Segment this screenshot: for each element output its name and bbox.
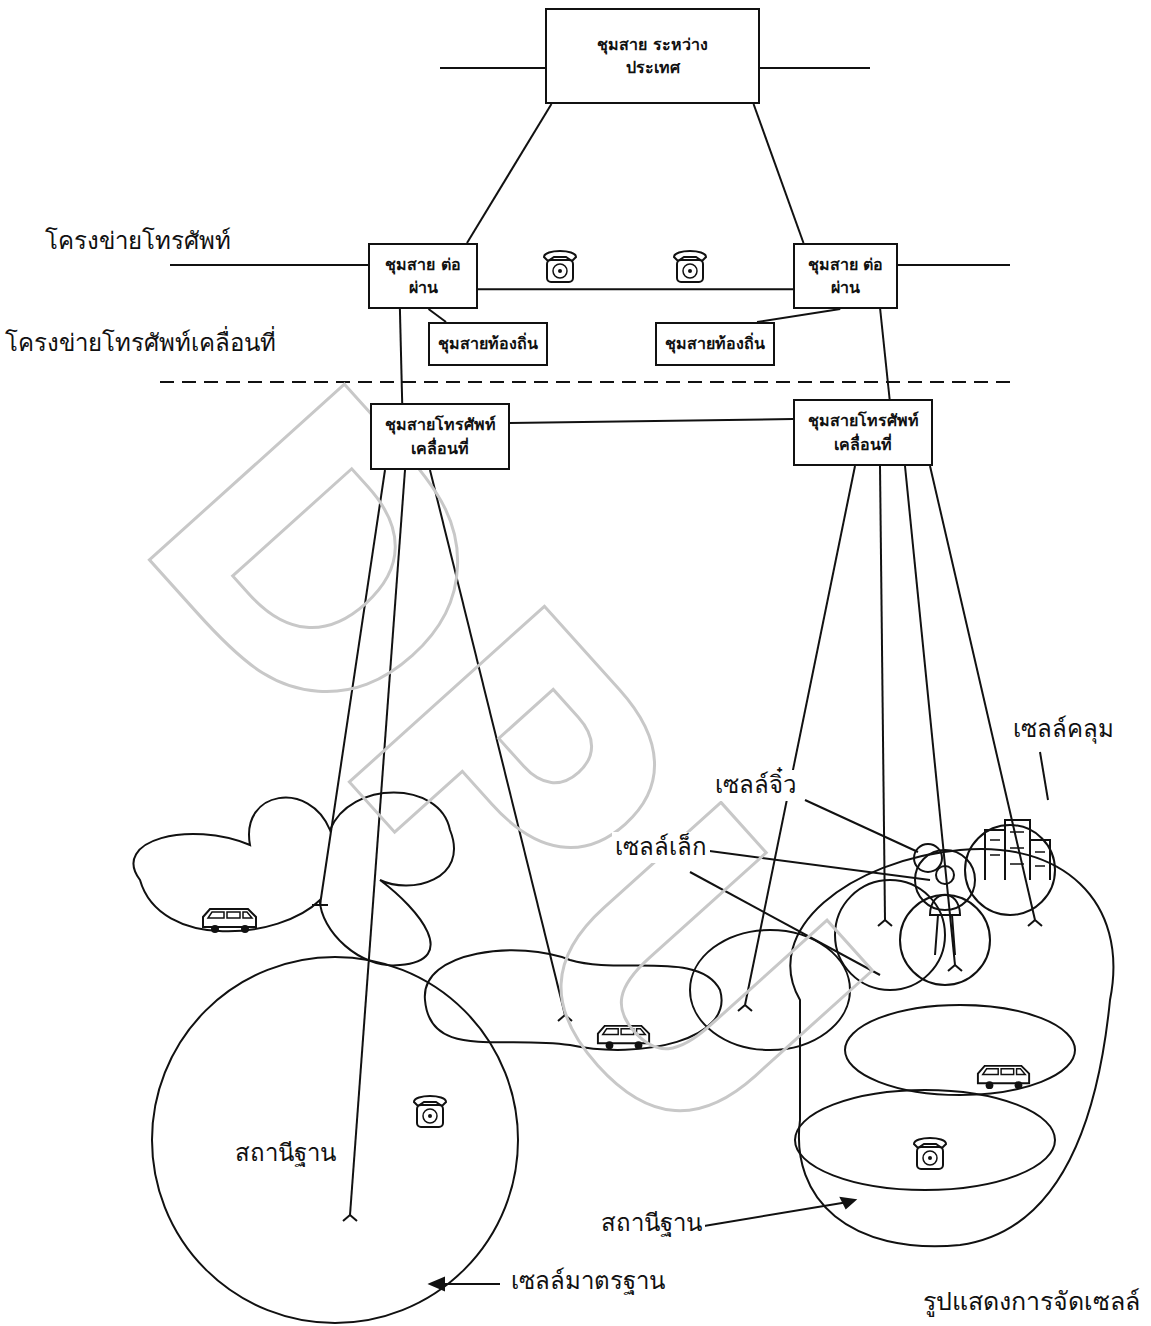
illustration-part: [841, 1198, 855, 1208]
illustration-part: [914, 1138, 946, 1169]
trunk-line: [510, 419, 793, 423]
exchange-box: ชุมสายโทรศัพท์ เคลื่อนที่: [793, 399, 933, 466]
node-text: ชุมสายโทรศัพท์ เคลื่อนที่: [803, 409, 923, 455]
exchange-box: ชุมสาย ต่อผ่าน: [793, 243, 898, 309]
diagram-label: สถานีฐาน: [598, 1208, 705, 1239]
illustration-part: [544, 251, 576, 282]
trunk-line: [880, 309, 889, 399]
illustration-part: [985, 820, 1050, 880]
illustration-part: [760, 67, 870, 69]
illustration-part: [930, 895, 960, 955]
illustration-part: [440, 1283, 500, 1285]
diagram-label: เซลล์เล็ก: [612, 832, 710, 863]
trunk-line: [400, 309, 402, 403]
diagram-label: เซลล์จิ๋ว: [712, 770, 799, 801]
illustration-part: [795, 1090, 1055, 1190]
illustration-part: [414, 1096, 446, 1127]
illustration-part: [990, 832, 1045, 866]
exchange-box: ชุมสาย ต่อผ่าน: [368, 243, 478, 309]
diagram-label: โครงข่ายโทรศัพท์เคลื่อนที่: [2, 328, 279, 359]
trunk-line: [754, 104, 804, 243]
diagram-label: โครงข่ายโทรศัพท์: [42, 226, 234, 257]
diagram-label: เซลล์มาตรฐาน: [508, 1266, 668, 1297]
illustration-part: [692, 1202, 848, 1228]
exchange-box: ชุมสายโทรศัพท์ เคลื่อนที่: [370, 403, 510, 470]
node-text: ชุมสาย ต่อผ่าน: [806, 253, 886, 299]
illustration-part: [898, 264, 1010, 266]
node-text: ชุมสาย ระหว่างประเทศ: [588, 33, 718, 79]
illustration-part: [152, 957, 518, 1323]
node-text: ชุมสายท้องถิ่น: [665, 332, 765, 355]
diagram-label: เซลล์คลุม: [1010, 714, 1117, 745]
illustration-part: [978, 1066, 1029, 1089]
illustration-part: [880, 466, 885, 920]
figure-caption: รูปแสดงการจัดเซลล์: [920, 1286, 1143, 1319]
trunk-line: [478, 289, 793, 290]
exchange-box: ชุมสาย ระหว่างประเทศ: [545, 8, 760, 104]
exchange-box: ชุมสายท้องถิ่น: [428, 322, 548, 366]
node-text: ชุมสายท้องถิ่น: [438, 332, 538, 355]
illustration-part: [965, 825, 1055, 915]
trunk-line: [757, 309, 840, 322]
illustration-part: [170, 264, 368, 266]
illustration-part: [930, 466, 1035, 920]
illustration-part: [160, 381, 1010, 383]
illustration-part: [674, 251, 706, 282]
diagram-label: สถานีฐาน: [232, 1138, 339, 1169]
illustration-part: [805, 800, 918, 852]
illustration-part: [203, 909, 256, 933]
node-text: ชุมสายโทรศัพท์ เคลื่อนที่: [380, 413, 500, 459]
trunk-line: [429, 309, 447, 322]
illustration-part: [440, 67, 546, 69]
node-text: ชุมสาย ต่อผ่าน: [383, 253, 463, 299]
illustration-part: [430, 1278, 444, 1290]
illustration-part: [845, 1005, 1075, 1095]
trunk-line: [467, 104, 551, 243]
illustration-part: [936, 866, 954, 884]
illustration-part: [1040, 752, 1048, 800]
illustration-part: [914, 844, 942, 872]
exchange-box: ชุมสายท้องถิ่น: [655, 322, 775, 366]
